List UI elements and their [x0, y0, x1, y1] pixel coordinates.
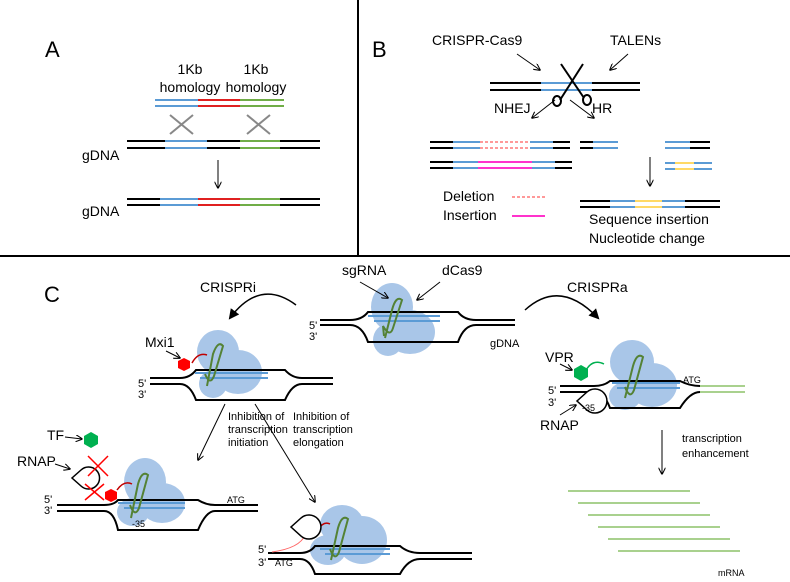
inhibition-elong-line1: Inhibition of [293, 411, 350, 423]
minus35-crispra: -35 [582, 403, 595, 413]
center-complex: 5' 3' gDNA [309, 283, 520, 356]
enhancement-line1: transcription [682, 433, 742, 445]
label-crispr-cas9: CRISPR-Cas9 [432, 32, 522, 48]
atg-elongation: ATG [275, 558, 293, 568]
homology-right-line2: homology [226, 79, 287, 95]
label-dcas9: dCas9 [442, 262, 483, 278]
label-crispra: CRISPRa [567, 279, 628, 295]
donor-template [155, 99, 284, 107]
elongation-blocked-complex: 5' 3' ATG [258, 505, 472, 575]
gdna-label-top: gDNA [82, 147, 120, 163]
hr-broken-dna [580, 141, 710, 149]
three-prime-center: 3' [309, 331, 317, 343]
inhibition-init-line2: transcription [228, 424, 288, 436]
label-hr: HR [592, 100, 612, 116]
inhibition-init-line1: Inhibition of [228, 411, 285, 423]
panel-c: C 5' 3' gDNA sgRNA dCas9 CRISPRi CRISPRa [17, 262, 749, 578]
five-prime-crispri: 5' [138, 378, 146, 390]
label-nhej: NHEJ [494, 100, 531, 116]
atg-initiation: ATG [227, 495, 245, 505]
panel-a-letter: A [45, 37, 60, 62]
gdna-strand-top [127, 140, 320, 149]
three-prime-crispra: 3' [548, 397, 556, 409]
crispra-complex: 5' 3' -35 ATG [548, 340, 745, 414]
crispri-complex: 5' 3' [138, 330, 333, 401]
panel-b: B CRISPR-Cas9 TALENs NHEJ HR [372, 32, 720, 246]
vpr-activator-hexagon [574, 365, 588, 381]
hr-donor-dna [665, 162, 712, 170]
blocked-cross-rnap [84, 483, 105, 501]
hr-outcome-line1: Sequence insertion [589, 211, 709, 227]
five-prime-initiation: 5' [44, 494, 52, 506]
gdna-strand-bottom [127, 198, 320, 206]
homology-left-line1: 1Kb [178, 61, 203, 77]
panel-b-letter: B [372, 37, 387, 62]
label-mrna: mRNA [718, 568, 745, 578]
five-prime-elongation: 5' [258, 544, 266, 556]
label-mxi1: Mxi1 [145, 334, 175, 350]
hr-repaired-dna [580, 200, 720, 208]
arrow-crispri [228, 293, 297, 320]
target-dna [490, 82, 640, 91]
legend-deletion-label: Deletion [443, 188, 494, 204]
label-rnap-right: RNAP [540, 417, 579, 433]
label-tf: TF [47, 427, 64, 443]
rnap-icon [70, 466, 101, 490]
crossover-right-icon [246, 114, 271, 135]
gdna-label-bottom: gDNA [82, 203, 120, 219]
homology-right-line1: 1Kb [244, 61, 269, 77]
nhej-insertion-dna [430, 161, 572, 169]
repressor-hexagon-blocked [105, 489, 117, 502]
label-rnap-left: RNAP [17, 453, 56, 469]
arrow-crispra [524, 295, 600, 320]
rnap-icon-crispra [575, 388, 608, 414]
label-sgrna: sgRNA [342, 262, 387, 278]
tf-hexagon [84, 432, 98, 448]
rnap-icon-elongation [289, 514, 322, 540]
blocked-cross-tf [87, 455, 109, 477]
three-prime-initiation: 3' [44, 505, 52, 517]
three-prime-elongation: 3' [258, 557, 266, 569]
panel-a: A 1Kb homology 1Kb homology [45, 37, 320, 219]
five-prime-crispra: 5' [548, 385, 556, 397]
minus35-initiation: -35 [132, 519, 145, 529]
scissors-icon [552, 63, 592, 107]
crossover-left-icon [169, 114, 194, 135]
five-prime-center: 5' [309, 320, 317, 332]
inhibition-init-line3: initiation [228, 437, 268, 449]
initiation-blocked-complex: 5' 3' -35 ATG [44, 432, 258, 531]
hr-outcome-line2: Nucleotide change [589, 230, 705, 246]
gdna-label-c: gDNA [490, 338, 520, 350]
legend-insertion-label: Insertion [443, 207, 497, 223]
panel-c-letter: C [44, 282, 60, 307]
atg-crispra: ATG [683, 375, 701, 385]
sgrna-strand-center [382, 297, 404, 339]
enhancement-line2: enhancement [682, 448, 749, 460]
homology-left-line2: homology [160, 79, 221, 95]
label-vpr: VPR [545, 349, 574, 365]
inhibition-elong-line3: elongation [293, 437, 344, 449]
mrna-transcripts [568, 490, 740, 552]
label-talens: TALENs [610, 32, 661, 48]
label-crispri: CRISPRi [200, 279, 256, 295]
three-prime-crispri: 3' [138, 389, 146, 401]
nhej-deletion-dna [430, 141, 570, 149]
inhibition-elong-line2: transcription [293, 424, 353, 436]
mxi1-repressor-hexagon [178, 358, 190, 371]
